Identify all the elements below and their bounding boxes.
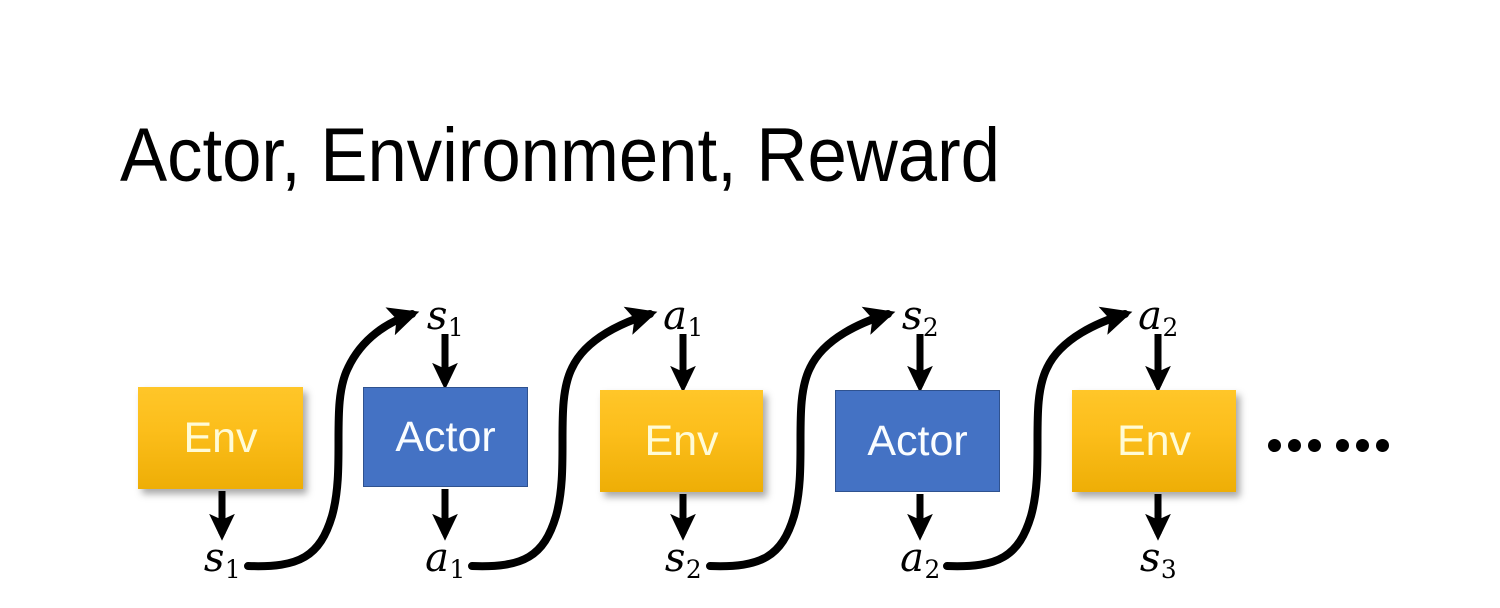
label-base: s <box>1139 535 1161 581</box>
label-base: a <box>900 535 925 581</box>
label-top-a2: a2 <box>1138 293 1178 340</box>
node-env-3[interactable]: Env <box>1072 390 1236 492</box>
ellipsis-dot <box>1268 438 1281 452</box>
vertical-arrows-into-boxes <box>432 334 1171 393</box>
label-top-a1: a1 <box>663 293 703 340</box>
label-subscript: 1 <box>447 313 464 343</box>
label-base: s <box>203 535 225 581</box>
node-actor-1[interactable]: Actor <box>363 387 528 487</box>
page-title: Actor, Environment, Reward <box>120 113 1000 198</box>
node-label: Env <box>183 413 258 462</box>
label-bottom-s3: s3 <box>1139 535 1177 582</box>
label-subscript: 1 <box>449 555 466 585</box>
label-base: a <box>1138 293 1163 339</box>
node-label: Env <box>644 416 719 465</box>
curved-connectors <box>244 306 1133 571</box>
connector-s2-to-s2 <box>706 306 896 571</box>
label-subscript: 2 <box>924 555 941 585</box>
label-base: a <box>425 535 450 581</box>
label-subscript: 2 <box>685 555 702 585</box>
label-subscript: 1 <box>687 313 704 343</box>
label-bottom-a2: a2 <box>900 535 940 582</box>
ellipsis-dot <box>1336 438 1349 452</box>
node-env-2[interactable]: Env <box>600 390 763 492</box>
node-env-1[interactable]: Env <box>138 387 303 489</box>
label-base: s <box>664 535 686 581</box>
connector-s1-to-s1 <box>244 307 420 571</box>
label-subscript: 2 <box>922 313 939 343</box>
node-label: Env <box>1116 416 1192 465</box>
label-bottom-s2: s2 <box>664 535 702 582</box>
label-top-s1: s1 <box>426 293 464 340</box>
label-base: s <box>901 293 923 339</box>
vertical-arrows-out-of-boxes <box>209 489 1171 541</box>
node-actor-2[interactable]: Actor <box>835 390 1000 492</box>
label-subscript: 3 <box>1160 555 1177 585</box>
label-subscript: 2 <box>1162 313 1179 343</box>
label-subscript: 1 <box>224 555 241 585</box>
continuation-ellipsis <box>1268 435 1389 455</box>
node-label: Actor <box>395 412 496 461</box>
ellipsis-dot <box>1288 438 1301 452</box>
node-label: Actor <box>867 416 968 465</box>
connector-a1-to-a1 <box>468 306 658 571</box>
label-top-s2: s2 <box>901 293 939 340</box>
label-bottom-s1: s1 <box>203 535 241 582</box>
label-bottom-a1: a1 <box>425 535 465 582</box>
label-base: s <box>426 293 448 339</box>
ellipsis-dot <box>1376 438 1389 452</box>
connector-a2-to-a2 <box>943 306 1133 571</box>
ellipsis-dot <box>1356 438 1369 452</box>
ellipsis-dot <box>1308 438 1321 452</box>
label-base: a <box>663 293 688 339</box>
